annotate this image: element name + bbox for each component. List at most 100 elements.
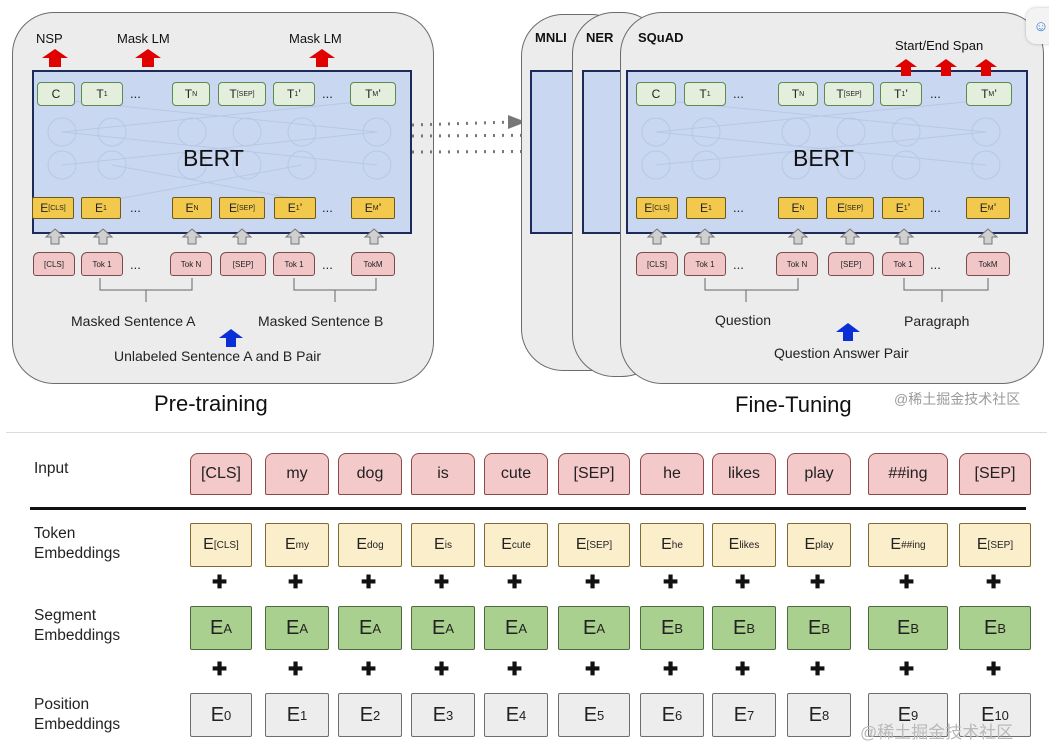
plus-icon: ✚ — [899, 659, 915, 679]
pretraining-bert-label: BERT — [183, 145, 244, 171]
pre-output-ellipsis-2: ... — [322, 86, 333, 101]
plus-icon: ✚ — [735, 659, 751, 679]
ft-output-ellipsis-1: ... — [733, 86, 744, 101]
ft-output-c: C — [636, 82, 676, 106]
pre-sentence-b-label: Masked Sentence B — [258, 313, 384, 329]
plus-icon: ✚ — [735, 572, 751, 592]
input-token: [SEP] — [959, 453, 1031, 495]
input-row-label: Input — [34, 460, 69, 477]
token-embedding: E##ing — [868, 523, 948, 567]
ft-tok-cls: [CLS] — [636, 252, 678, 276]
mask-lm-head-label-1: Mask LM — [117, 31, 170, 46]
pre-output-tsep: T[SEP] — [218, 82, 266, 106]
input-token: is — [411, 453, 475, 495]
nsp-arrow-icon — [42, 49, 68, 67]
input-token: dog — [338, 453, 402, 495]
nsp-head-label: NSP — [36, 31, 63, 46]
plus-icon: ✚ — [434, 572, 450, 592]
ft-tok-ellipsis-1: ... — [733, 257, 744, 272]
plus-icon: ✚ — [507, 572, 523, 592]
plus-icon: ✚ — [986, 659, 1002, 679]
plus-icon: ✚ — [585, 572, 601, 592]
position-row-label: Position Embeddings — [34, 696, 121, 733]
pre-emb-ellipsis-2: ... — [322, 200, 333, 215]
input-token: play — [787, 453, 851, 495]
pre-sentence-brackets — [99, 278, 377, 302]
token-embedding: E[SEP] — [959, 523, 1031, 567]
plus-icon: ✚ — [663, 572, 679, 592]
ft-emb-ellipsis-2: ... — [930, 200, 941, 215]
plus-icon: ✚ — [810, 572, 826, 592]
pretraining-caption: Pre-training — [154, 391, 268, 416]
ft-tok-1: Tok 1 — [684, 252, 726, 276]
pre-tok-ellipsis-1: ... — [130, 257, 141, 272]
ft-sentence-brackets — [704, 278, 989, 302]
plus-icon: ✚ — [810, 659, 826, 679]
ft-tok-n: Tok N — [776, 252, 818, 276]
input-token: likes — [712, 453, 776, 495]
input-token: my — [265, 453, 329, 495]
token-row-label: Token Embeddings — [34, 525, 121, 562]
watermark-top: @稀土掘金技术社区 — [894, 391, 1021, 407]
input-token: cute — [484, 453, 548, 495]
input-token: [SEP] — [558, 453, 630, 495]
segment-row-label: Segment Embeddings — [34, 607, 121, 644]
finetuning-network-lines — [641, 99, 1001, 180]
pre-tok-1: Tok 1 — [81, 252, 123, 276]
ft-emb-cls: E[CLS] — [636, 197, 678, 219]
pre-output-ellipsis-1: ... — [130, 86, 141, 101]
pretraining-network-lines — [47, 99, 392, 201]
pre-sentence-a-label: Masked Sentence A — [71, 313, 196, 329]
finetuning-caption: Fine-Tuning — [735, 392, 852, 417]
ft-tok-sep: [SEP] — [828, 252, 874, 276]
pre-emb-ellipsis-1: ... — [130, 200, 141, 215]
input-token: he — [640, 453, 704, 495]
plus-icon: ✚ — [361, 572, 377, 592]
bottom-panel-frame — [6, 432, 1047, 433]
plus-icon: ✚ — [663, 659, 679, 679]
ft-question-label: Question — [715, 312, 772, 328]
table-divider — [30, 507, 1026, 510]
task-mnli: MNLI — [535, 30, 567, 45]
corner-badge-icon[interactable]: ☺ — [1026, 8, 1049, 44]
pre-pair-arrow-icon — [219, 329, 243, 347]
plus-icon: ✚ — [585, 659, 601, 679]
plus-icon: ✚ — [212, 572, 228, 592]
pre-tok-1b: Tok 1 — [273, 252, 315, 276]
ft-emb-sep: E[SEP] — [826, 197, 874, 219]
ft-output-tsep: T[SEP] — [824, 82, 874, 106]
pre-tok-n: Tok N — [170, 252, 212, 276]
pre-input-arrows — [44, 228, 385, 245]
finetuning-bert-label: BERT — [793, 145, 854, 171]
